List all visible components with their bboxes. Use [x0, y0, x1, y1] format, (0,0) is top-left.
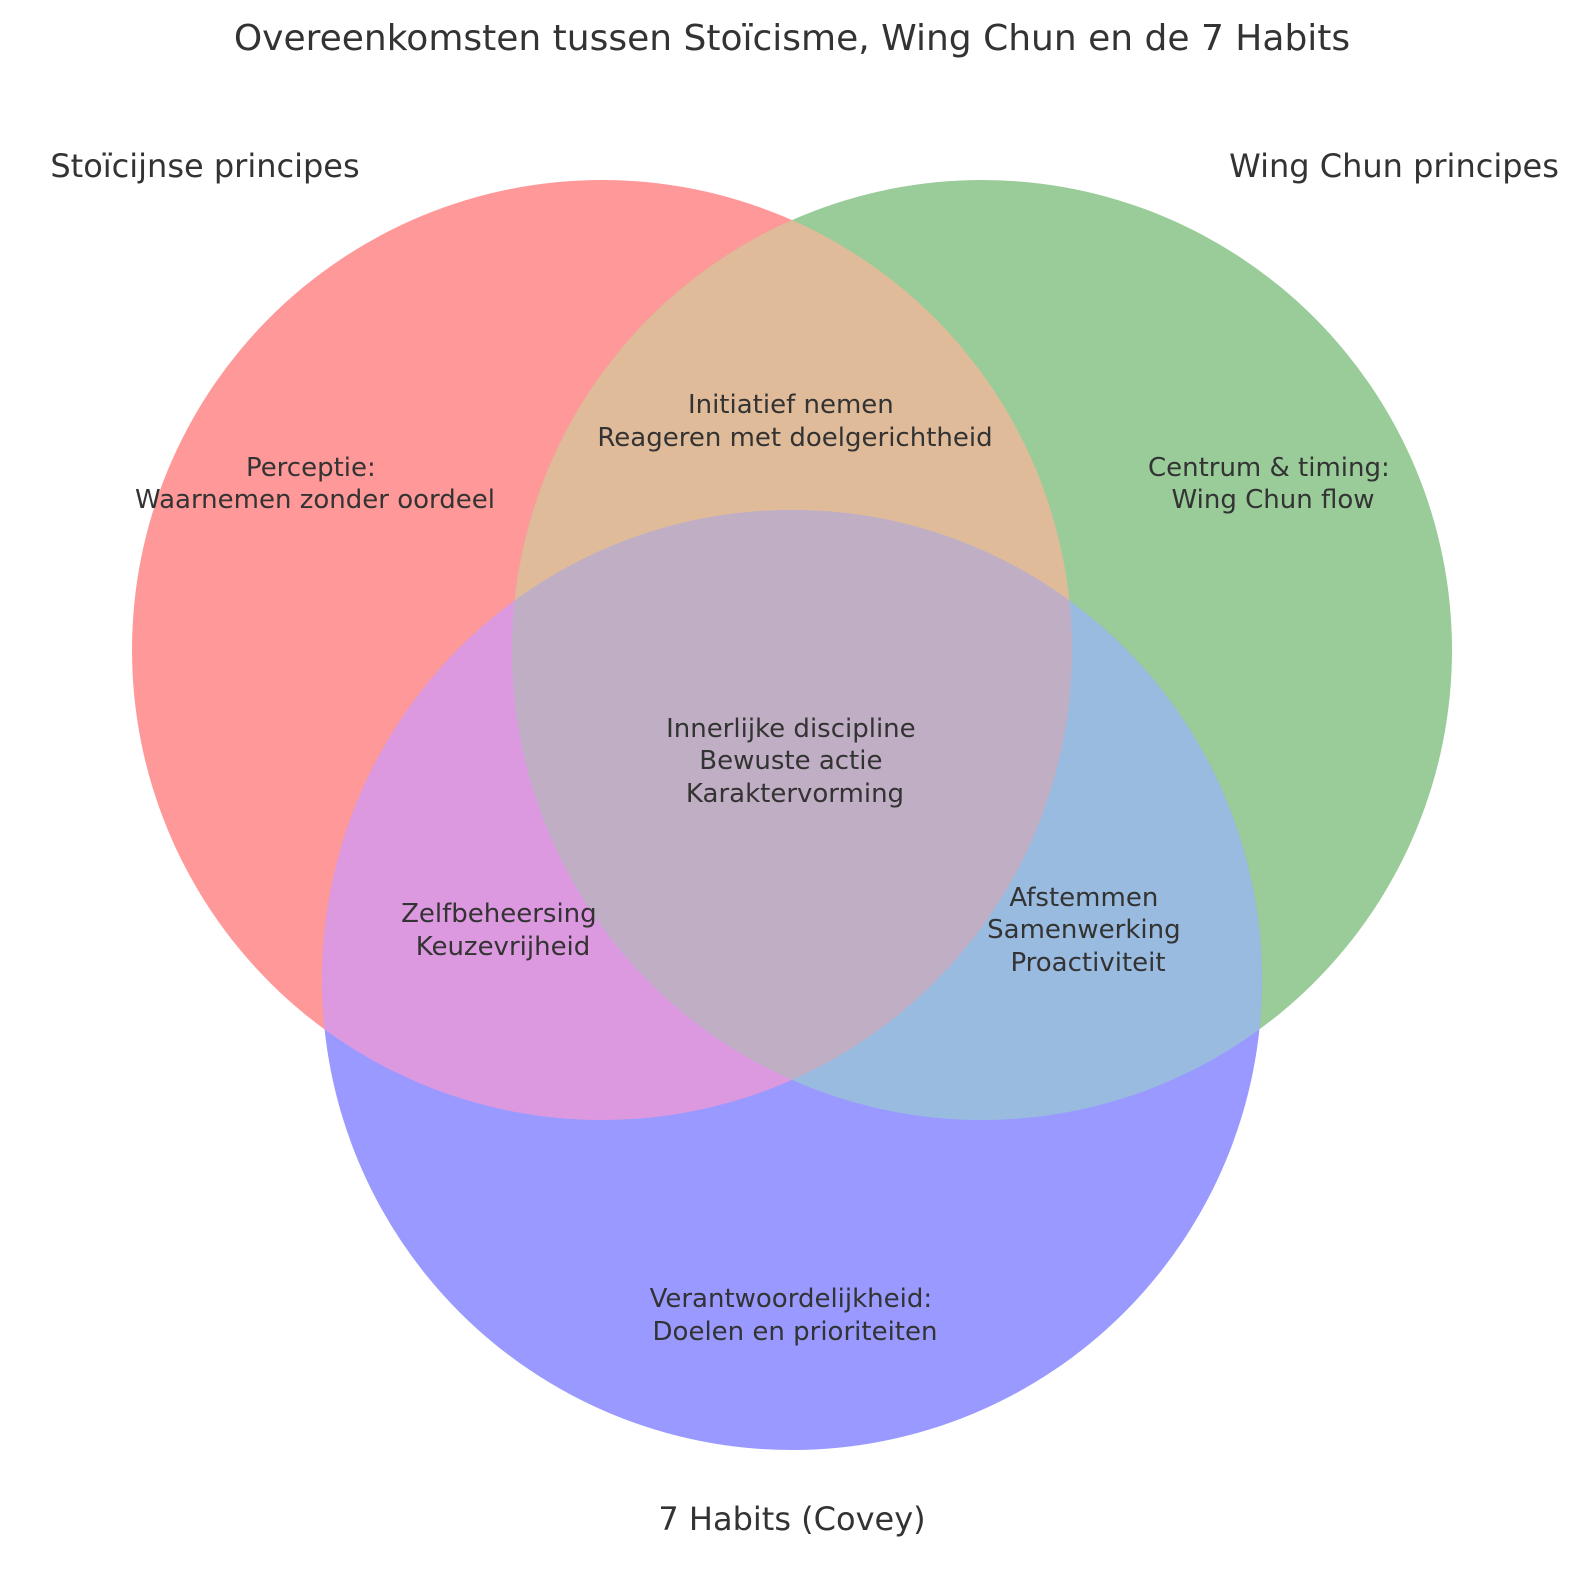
region-line: Afstemmen	[1009, 883, 1158, 913]
habits-set-label: 7 Habits (Covey)	[658, 1500, 925, 1538]
region-line: Centrum & timing:	[1148, 453, 1390, 483]
region-wingchun-only: Centrum & timing: Wing Chun flow	[1148, 453, 1398, 515]
region-line: Karaktervorming	[686, 779, 904, 809]
region-line: Samenwerking	[987, 915, 1180, 945]
region-habits-only: Verantwoordelijkheid: Doelen en priorite…	[650, 1284, 941, 1347]
region-stoic-only: Perceptie: Waarnemen zonder oordeel	[135, 453, 495, 515]
wingchun-set-label: Wing Chun principes	[1229, 147, 1559, 185]
region-line: Waarnemen zonder oordeel	[135, 485, 495, 515]
region-all: Innerlijke discipline Bewuste actie Kara…	[666, 714, 924, 809]
region-line: Initiatief nemen	[688, 390, 894, 420]
region-line: Verantwoordelijkheid:	[650, 1284, 933, 1314]
region-line: Perceptie:	[246, 453, 376, 483]
region-line: Innerlijke discipline	[666, 714, 916, 744]
region-line: Proactiviteit	[1010, 948, 1165, 978]
diagram-title: Overeenkomsten tussen Stoïcisme, Wing Ch…	[234, 18, 1350, 59]
region-wingchun-habits: Afstemmen Samenwerking Proactiviteit	[987, 883, 1189, 978]
region-line: Doelen en prioriteiten	[653, 1317, 938, 1347]
region-line: Keuzevrijheid	[416, 932, 591, 962]
stoic-set-label: Stoïcijnse principes	[50, 147, 359, 185]
region-line: Reageren met doelgerichtheid	[597, 423, 992, 453]
region-line: Zelfbeheersing	[401, 899, 597, 929]
region-stoic-wingchun: Initiatief nemen Reageren met doelgerich…	[597, 390, 992, 453]
region-stoic-habits: Zelfbeheersing Keuzevrijheid	[401, 899, 605, 962]
region-line: Bewuste actie	[699, 746, 882, 776]
region-line: Wing Chun flow	[1171, 485, 1374, 515]
overlap-all	[512, 510, 1072, 1120]
